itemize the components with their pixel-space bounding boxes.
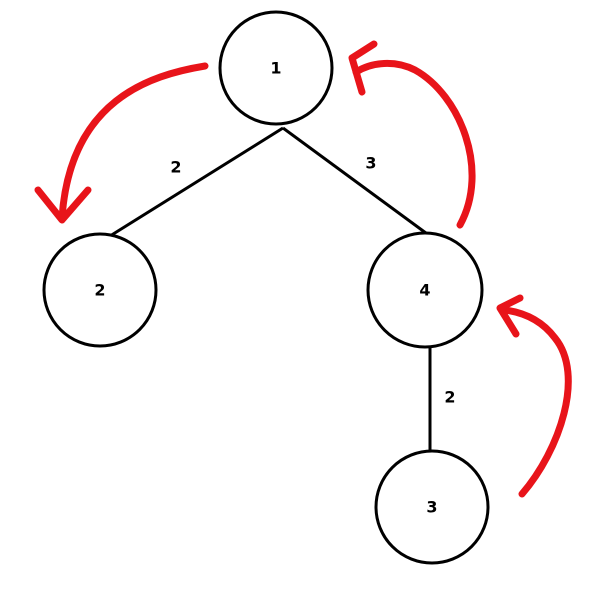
node-3: 3 <box>374 449 490 565</box>
arrow-3-to-4-head <box>496 294 524 338</box>
edge-weight-4-3: 2 <box>444 388 455 407</box>
node-4: 4 <box>366 231 484 349</box>
arrow-4-to-1-shaft <box>352 59 476 229</box>
arrow-3-to-4-shaft <box>501 306 572 498</box>
edge-1-4 <box>282 126 431 238</box>
edge-weight-1-2: 2 <box>170 158 181 177</box>
arrow-4-to-1-head <box>348 40 378 96</box>
arrow-3-to-4 <box>496 294 572 498</box>
edge-weight-1-4: 3 <box>365 154 376 173</box>
node-2-label: 2 <box>94 281 105 300</box>
arrow-1-to-2-head <box>34 186 92 224</box>
arrow-1-to-2 <box>34 62 209 224</box>
node-1-label: 1 <box>270 59 281 78</box>
arrow-1-to-2-shaft <box>58 62 209 222</box>
node-4-label: 4 <box>419 281 430 300</box>
node-3-label: 3 <box>426 498 437 517</box>
edge-1-2 <box>109 126 284 238</box>
arrow-4-to-1 <box>348 40 476 229</box>
node-1: 1 <box>218 10 334 126</box>
node-2: 2 <box>42 232 158 348</box>
